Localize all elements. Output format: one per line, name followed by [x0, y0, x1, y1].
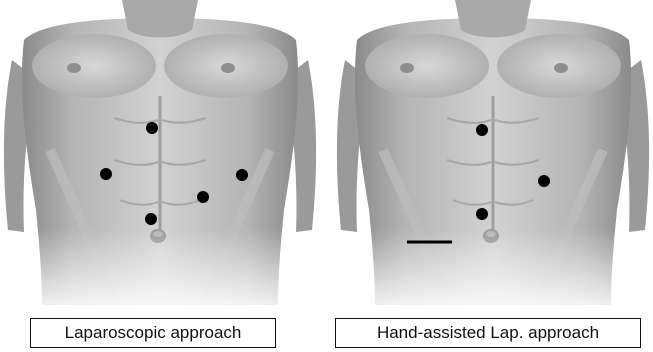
panel-laparoscopic: Laparoscopic approach: [2, 0, 318, 352]
port-marker: [100, 168, 112, 180]
port-marker: [145, 213, 157, 225]
port-marker: [476, 208, 488, 220]
port-marker: [236, 169, 248, 181]
port-marker: [538, 175, 550, 187]
port-marker: [476, 124, 488, 136]
port-marker: [197, 191, 209, 203]
approach-caption: Hand-assisted Lap. approach: [335, 318, 641, 348]
torso-illustration: [335, 0, 651, 305]
panel-hand-assisted: Hand-assisted Lap. approach: [335, 0, 651, 352]
approach-caption: Laparoscopic approach: [30, 318, 276, 348]
port-marker: [146, 122, 158, 134]
torso-illustration: [2, 0, 318, 305]
